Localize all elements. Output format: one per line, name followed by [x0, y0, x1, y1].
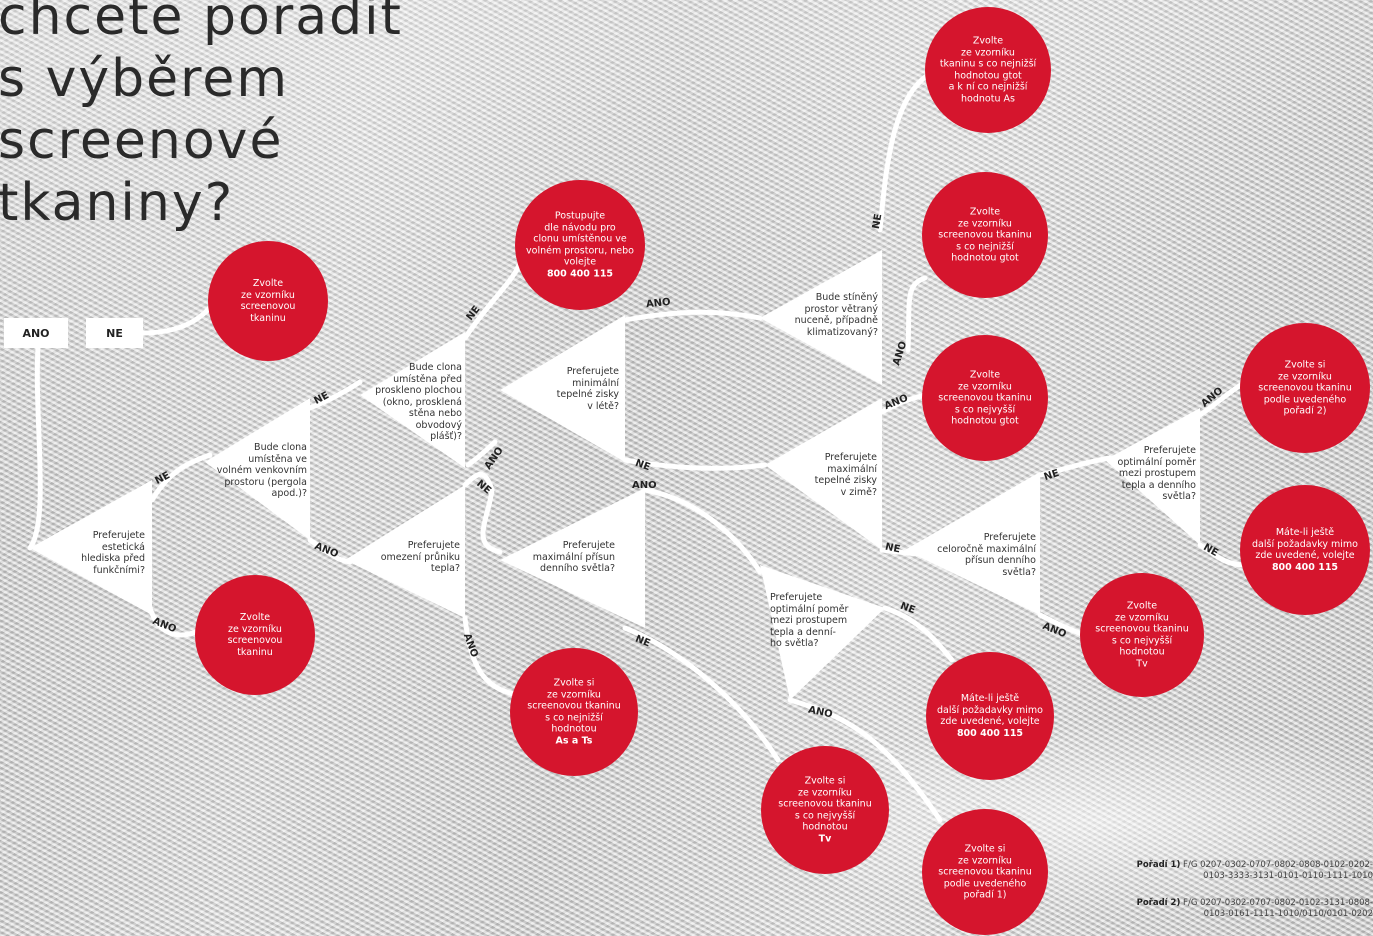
result-r8: Zvolte ze vzorníku screenovou tkaninu s … [938, 206, 1032, 264]
result-r11: Zvolte ze vzorníku screenovou tkaninu s … [1095, 600, 1189, 670]
result-r5: Zvolte si ze vzorníku screenovou tkaninu… [778, 775, 872, 845]
question-q1: Preferujete estetická hlediska před funk… [81, 530, 145, 576]
connector [307, 537, 353, 565]
decision-triangle-q11 [1105, 408, 1200, 545]
result-r2: Zvolte ze vzorníku screenovou tkaninu [227, 612, 283, 658]
result-r1: Zvolte ze vzorníku screenovou tkaninu [240, 278, 296, 324]
result-circle-r8 [922, 172, 1048, 298]
decision-triangle-q4 [345, 485, 465, 618]
decision-triangle-q7 [760, 250, 882, 385]
connector [307, 379, 363, 411]
result-circle-r6 [922, 809, 1048, 935]
decision-triangle-q8 [765, 398, 882, 550]
decision-triangle-q9 [760, 565, 885, 700]
question-q4: Preferujete omezení průniku tepla? [380, 540, 460, 574]
connector [622, 309, 763, 323]
result-r4: Zvolte si ze vzorníku screenovou tkaninu… [527, 677, 621, 747]
question-q7: Bude stíněný prostor větraný nuceně, pří… [794, 292, 878, 338]
decision-triangle-q3 [360, 332, 465, 468]
connector [149, 452, 213, 503]
result-r6: Zvolte si ze vzorníku screenovou tkaninu… [938, 843, 1032, 901]
connector [642, 487, 763, 575]
decision-triangle-q10 [905, 472, 1040, 615]
connector [462, 259, 523, 341]
connector [879, 392, 928, 415]
connector [622, 625, 781, 763]
result-circle-r11 [1080, 573, 1204, 697]
result-circle-r10 [926, 652, 1054, 780]
result-circle-r7 [925, 7, 1051, 133]
question-q6: Preferujete maximální přísun denního svě… [532, 540, 615, 574]
phone-number[interactable]: 800 400 115 [956, 727, 1024, 739]
result-r3: Postupujte dle návodu pro clonu umístěno… [520, 211, 640, 280]
connector [787, 697, 943, 823]
question-q9: Preferujete optimální poměr mezi prostup… [770, 592, 849, 649]
decision-triangle-q6 [500, 488, 645, 628]
connector [462, 471, 503, 555]
result-circle-r2 [195, 575, 315, 695]
connector [465, 439, 498, 468]
connector [622, 457, 768, 471]
page-title: chcete poradit s výběrem screenové tkani… [0, 0, 403, 233]
result-circle-r12 [1240, 323, 1370, 453]
footnote-order-1: Pořadí 1) F/G 0207-0302-0707-0802-0808-0… [1136, 860, 1373, 881]
decision-triangle-q2 [205, 398, 310, 540]
connector [905, 275, 928, 353]
question-q8: Preferujete maximální tepelné zisky v zi… [814, 452, 877, 498]
question-q2: Bude clona umístěna ve volném venkovním … [216, 442, 307, 499]
question-q5: Preferujete minimální tepelné zisky v lé… [556, 366, 619, 412]
result-r9: Zvolte ze vzorníku screenovou tkaninu s … [938, 369, 1032, 427]
result-circle-r3 [515, 180, 645, 310]
start-ne-button[interactable]: NE [86, 318, 143, 348]
connector [139, 302, 215, 336]
decision-triangle-q5 [500, 315, 625, 462]
result-r13: Máte-li ještě další požadavky mimo zde u… [1245, 527, 1365, 573]
footnote-order-2: Pořadí 2) F/G 0207-0302-0707-0802-0102-3… [1136, 898, 1373, 919]
connector [882, 605, 955, 663]
connector [1197, 542, 1248, 568]
phone-number[interactable]: 800 400 115 [1271, 561, 1339, 573]
result-circle-r1 [208, 241, 328, 361]
result-circle-r4 [510, 648, 638, 776]
connector [1037, 455, 1113, 478]
branch-label-yes: ANO [632, 480, 657, 491]
result-circle-r13 [1240, 485, 1370, 615]
connector [462, 615, 523, 698]
start-ano-button[interactable]: ANO [4, 318, 68, 348]
phone-number[interactable]: 800 400 115 [546, 268, 614, 279]
result-r12: Zvolte si ze vzorníku screenovou tkaninu… [1258, 359, 1352, 417]
connector [27, 344, 43, 551]
result-r7: Zvolte ze vzorníku tkaninu s co nejnižší… [939, 35, 1037, 105]
question-q11: Preferujete optimální poměr mezi prostup… [1117, 445, 1196, 502]
question-q10: Preferujete celoročně maximální přísun d… [937, 532, 1036, 578]
result-circle-r9 [922, 335, 1048, 461]
result-circle-r5 [761, 746, 889, 874]
result-r10: Máte-li ještě další požadavky mimo zde u… [930, 693, 1050, 739]
decision-triangle-q1 [30, 480, 152, 615]
question-q3: Bude clona umístěna před proskleno ploch… [375, 362, 462, 442]
connector [877, 72, 931, 233]
